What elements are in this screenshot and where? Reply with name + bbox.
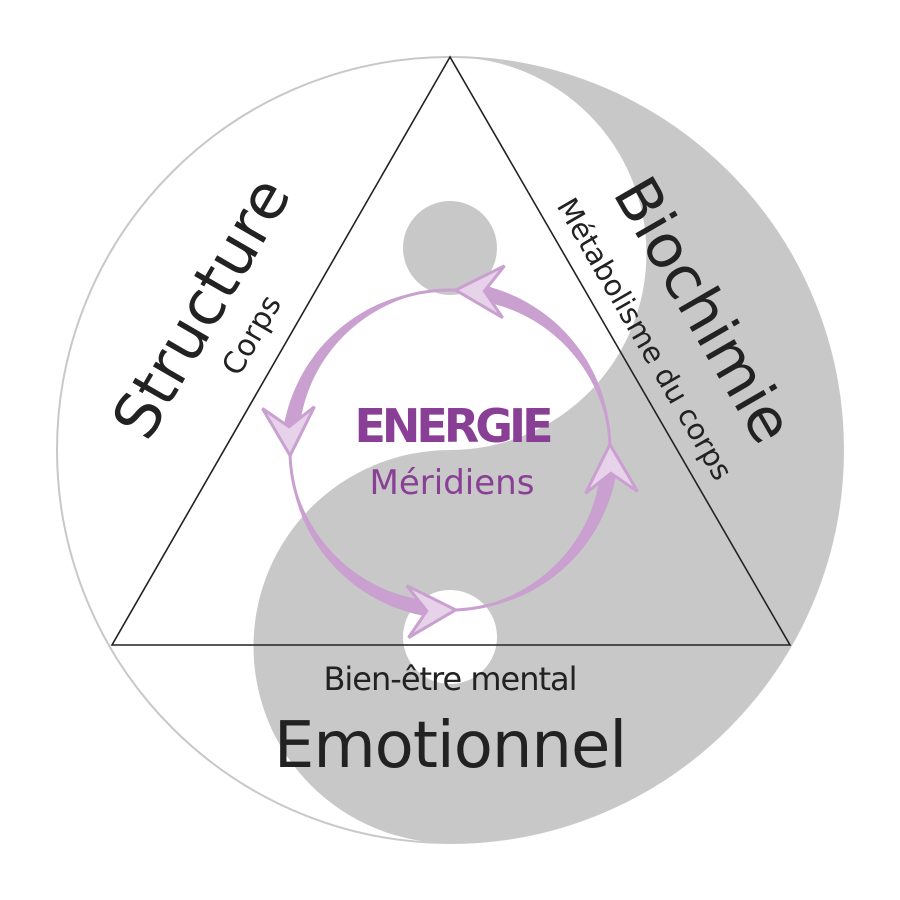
triangle — [110, 55, 792, 646]
energy-arrow-head-icon — [452, 264, 506, 320]
energie-label: ENERGIE — [354, 399, 551, 453]
energy-arrow-head-icon — [261, 405, 316, 459]
meridiens-label: Méridiens — [370, 463, 535, 503]
energy-arrow-head-icon — [584, 441, 639, 495]
emotionnel-label: Emotionnel — [274, 709, 626, 783]
yin-half — [253, 57, 843, 843]
yin-dot — [403, 201, 497, 295]
energy-cycle-arrows — [261, 264, 639, 639]
bien-etre-label: Bien-être mental — [323, 660, 576, 698]
energy-arrow-head-icon — [405, 584, 459, 639]
